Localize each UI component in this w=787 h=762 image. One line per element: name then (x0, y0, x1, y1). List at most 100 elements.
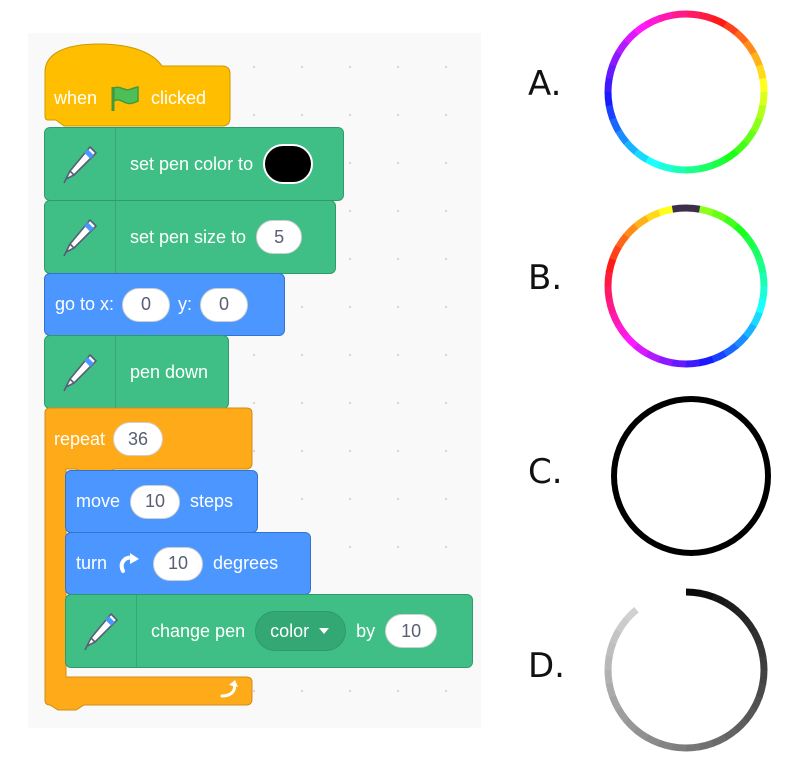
pen-extension-icon-wrap (45, 201, 116, 273)
rotate-right-icon (119, 552, 140, 573)
circle-segment (685, 10, 701, 19)
circle-segment (698, 205, 715, 217)
set-pen-color-label: set pen color to (130, 153, 254, 174)
pen-icon (60, 351, 100, 393)
circle-segment (671, 165, 687, 174)
green-flag-icon[interactable] (107, 83, 141, 113)
circle-segment (750, 311, 763, 328)
pen-down-block[interactable]: pen down (44, 335, 229, 409)
circle-segment (733, 139, 749, 155)
circle-segment (632, 342, 649, 357)
move-steps-input[interactable]: 10 (130, 484, 181, 519)
circle-segment (605, 257, 617, 274)
circle-segment (605, 104, 617, 120)
circle-segment (750, 245, 763, 262)
when-flag-clicked-hat-shape (44, 43, 231, 127)
circle-segment (755, 298, 767, 315)
choice-d-label: D. (528, 646, 565, 686)
circle-segment (723, 21, 740, 36)
circle-segment (632, 148, 649, 163)
clicked-label: clicked (151, 87, 207, 108)
circle-segment (733, 607, 749, 623)
turn-degrees-block[interactable]: turn 10 degrees (65, 532, 311, 595)
change-pen-color-block[interactable]: change pen color by 10 (65, 594, 473, 668)
repeat-count-input[interactable]: 36 (113, 422, 164, 456)
repeat-label: repeat (54, 428, 106, 449)
circle-segment (698, 161, 714, 173)
choice-d-gray-gradient-circle (604, 588, 768, 752)
circle-segment (623, 29, 639, 45)
pen-color-swatch[interactable] (263, 144, 314, 184)
circle-segment (743, 39, 757, 56)
when-flag-clicked-block[interactable]: when clicked (54, 82, 206, 114)
circle-segment (657, 355, 674, 367)
pen-param-value: color (270, 620, 310, 641)
circle-segment (711, 15, 728, 28)
circle-segment (609, 50, 622, 67)
circle-segment (733, 717, 749, 733)
circle-segment (644, 156, 661, 169)
circle-segment (615, 128, 629, 145)
choice-b-label: B. (528, 258, 563, 298)
circle-segment (604, 655, 613, 671)
circle-segment (742, 323, 757, 340)
circle-segment (759, 271, 768, 287)
set-pen-size-block[interactable]: set pen size to 5 (44, 200, 336, 274)
circle-segment (609, 628, 622, 645)
circle-segment (750, 629, 763, 646)
by-label: by (356, 620, 376, 641)
choice-a-label: A. (528, 64, 562, 104)
circle-segment (671, 743, 687, 752)
circle-segment (657, 161, 674, 173)
go-to-xy-block[interactable]: go to x: 0 y: 0 (44, 273, 285, 336)
circle-segment (755, 682, 767, 699)
circle-segment (633, 21, 650, 35)
y-label: y: (178, 294, 193, 314)
circle-segment (644, 734, 661, 747)
circle-segment (759, 77, 768, 93)
circle-segment (645, 209, 662, 222)
circle-segment (685, 743, 701, 752)
change-by-input[interactable]: 10 (385, 614, 438, 648)
repeat-header: repeat 36 (54, 422, 164, 456)
circle-segment (658, 11, 674, 23)
pen-icon (60, 216, 100, 258)
circle-segment (609, 116, 622, 133)
turn-degrees-input[interactable]: 10 (153, 546, 204, 581)
move-steps-block[interactable]: move 10 steps (65, 470, 258, 533)
change-pen-label: change pen (151, 620, 246, 641)
circle-segment (615, 322, 629, 339)
circle-segment (755, 642, 767, 658)
circle-segment (658, 205, 674, 217)
circle-segment (698, 739, 714, 751)
set-pen-size-label: set pen size to (130, 226, 247, 247)
circle-segment (685, 359, 701, 368)
circle-segment (759, 669, 768, 685)
circle-segment (623, 333, 639, 349)
turn-label: turn (76, 553, 108, 573)
circle-segment (733, 333, 749, 349)
circle-segment (759, 285, 768, 301)
circle-segment (605, 641, 617, 658)
circle-segment (750, 51, 763, 68)
circle-segment (723, 599, 740, 614)
circle-segment (750, 117, 763, 134)
circle-segment (623, 717, 639, 733)
pen-size-input[interactable]: 5 (256, 220, 303, 254)
circle-segment (623, 223, 639, 239)
pen-param-dropdown[interactable]: color (255, 611, 347, 651)
y-input[interactable]: 0 (200, 287, 249, 322)
pen-extension-icon-wrap (45, 336, 116, 408)
go-to-x-label: go to x: (55, 294, 115, 314)
circle-segment (615, 38, 630, 55)
circle-segment (723, 215, 740, 230)
circle-segment (698, 11, 715, 23)
x-input[interactable]: 0 (122, 287, 171, 322)
choice-a-rainbow-circle (604, 10, 768, 174)
circle-segment (657, 739, 674, 751)
set-pen-color-block[interactable]: set pen color to (44, 127, 344, 201)
pen-icon (81, 610, 121, 652)
circle-segment (742, 129, 757, 146)
pen-down-label: pen down (130, 361, 209, 382)
circle-segment (671, 204, 687, 213)
